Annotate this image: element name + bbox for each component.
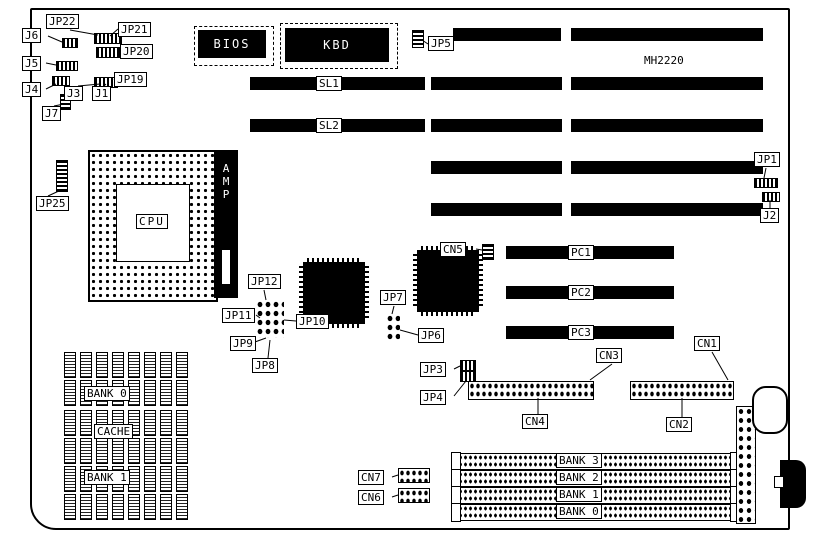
jumper-grid-jp6-jp7 xyxy=(386,314,400,340)
label-jp1: JP1 xyxy=(754,152,780,167)
label-jp8: JP8 xyxy=(252,358,278,373)
dip-row xyxy=(64,438,188,464)
bios-socket-outline xyxy=(194,26,274,66)
label-pc3: PC3 xyxy=(568,325,594,340)
qfp-chip-2 xyxy=(417,250,479,312)
isa-slot-segment xyxy=(431,203,562,216)
jumper-block-jp20 xyxy=(96,47,120,58)
kbd-chip: KBD xyxy=(285,28,389,62)
label-j6: J6 xyxy=(22,28,42,43)
din-notch xyxy=(774,476,784,488)
isa-slot-segment xyxy=(571,203,763,216)
label-jp25: JP25 xyxy=(36,196,69,211)
label-bank1-left: BANK 1 xyxy=(84,470,130,485)
label-cache: CACHE xyxy=(94,424,134,439)
label-jp7: JP7 xyxy=(380,290,406,305)
qfp1-pins-right xyxy=(365,266,369,320)
label-cpu: CPU xyxy=(136,214,168,229)
label-jp4: JP4 xyxy=(420,390,446,405)
label-simm-bank0: BANK 0 xyxy=(556,504,602,519)
qfp1-pins-left xyxy=(299,266,303,320)
label-simm-bank2: BANK 2 xyxy=(556,470,602,485)
label-sl1: SL1 xyxy=(316,76,342,91)
label-jp21: JP21 xyxy=(118,22,151,37)
isa-slot-segment xyxy=(453,28,561,41)
power-connector xyxy=(736,406,756,524)
bios-chip: BIOS xyxy=(198,30,266,58)
isa-slot-sl2-segment xyxy=(571,119,763,132)
label-pc1: PC1 xyxy=(568,245,594,260)
label-bank0-left: BANK 0 xyxy=(84,386,130,401)
label-sl2: SL2 xyxy=(316,118,342,133)
jumper-block-jp1 xyxy=(754,178,778,188)
jumper-block-jp4 xyxy=(460,371,476,382)
label-jp20: JP20 xyxy=(120,44,153,59)
qfp2-pins-left xyxy=(413,254,417,308)
dip-row xyxy=(64,494,188,520)
jumper-block-jp3 xyxy=(460,360,476,371)
amp-bracket-slot xyxy=(222,250,230,284)
jumper-block-j6 xyxy=(62,38,78,48)
dip-row xyxy=(64,352,188,378)
isa-slot-segment xyxy=(571,161,763,174)
label-j5: J5 xyxy=(22,56,42,71)
label-jp3: JP3 xyxy=(420,362,446,377)
qfp1-pins-bottom xyxy=(307,324,361,328)
label-jp9: JP9 xyxy=(230,336,256,351)
label-j2: J2 xyxy=(760,208,780,223)
qfp2-pins-bottom xyxy=(421,312,475,316)
label-simm-bank1: BANK 1 xyxy=(556,487,602,502)
isa-slot-sl1-segment xyxy=(571,77,763,90)
label-cn2: CN2 xyxy=(666,417,692,432)
simm-end xyxy=(451,503,461,522)
label-cn5: CN5 xyxy=(440,242,466,257)
label-pc2: PC2 xyxy=(568,285,594,300)
jumper-block-jp22 xyxy=(94,33,122,44)
connector-cn2 xyxy=(630,381,734,400)
label-simm-bank3: BANK 3 xyxy=(556,453,602,468)
label-jp11: JP11 xyxy=(222,308,255,323)
connector-cn7 xyxy=(398,468,430,483)
label-jp12: JP12 xyxy=(248,274,281,289)
isa-slot-sl1-segment xyxy=(431,77,562,90)
amp-bracket: AMP xyxy=(214,150,238,298)
label-cn4: CN4 xyxy=(522,414,548,429)
amp-bracket-text: AMP xyxy=(222,162,230,201)
label-cn6: CN6 xyxy=(358,490,384,505)
keyboard-din-connector xyxy=(774,460,806,508)
label-j4: J4 xyxy=(22,82,42,97)
label-j1: J1 xyxy=(92,86,112,101)
jumper-block-jp5 xyxy=(412,30,424,48)
isa-slot-sl2-segment xyxy=(431,119,562,132)
label-jp6: JP6 xyxy=(418,328,444,343)
label-jp19: JP19 xyxy=(114,72,147,87)
label-jp22: JP22 xyxy=(46,14,79,29)
jumper-block-j4 xyxy=(52,76,70,86)
connector-cn4 xyxy=(468,381,594,400)
kbd-socket-outline xyxy=(280,23,398,69)
label-j7: J7 xyxy=(42,106,62,121)
qfp2-pins-right xyxy=(479,254,483,308)
battery-outline xyxy=(752,386,788,434)
isa-slot-segment xyxy=(571,28,763,41)
qfp-chip-1 xyxy=(303,262,365,324)
qfp1-pins-top xyxy=(307,258,361,262)
label-cn7: CN7 xyxy=(358,470,384,485)
jumper-block-j2 xyxy=(762,192,780,202)
connector-cn6 xyxy=(398,488,430,503)
label-jp10: JP10 xyxy=(296,314,329,329)
isa-slot-segment xyxy=(431,161,562,174)
jumper-block-j5 xyxy=(56,61,78,71)
jumper-grid-jp8-jp12 xyxy=(256,300,284,338)
label-cn3: CN3 xyxy=(596,348,622,363)
label-jp5: JP5 xyxy=(428,36,454,51)
connector-cn5 xyxy=(482,244,494,260)
board-model-text: MH2220 xyxy=(644,54,684,67)
board-outline xyxy=(30,8,790,530)
jumper-block-jp25 xyxy=(56,160,68,192)
label-j3: J3 xyxy=(64,86,84,101)
label-cn1: CN1 xyxy=(694,336,720,351)
